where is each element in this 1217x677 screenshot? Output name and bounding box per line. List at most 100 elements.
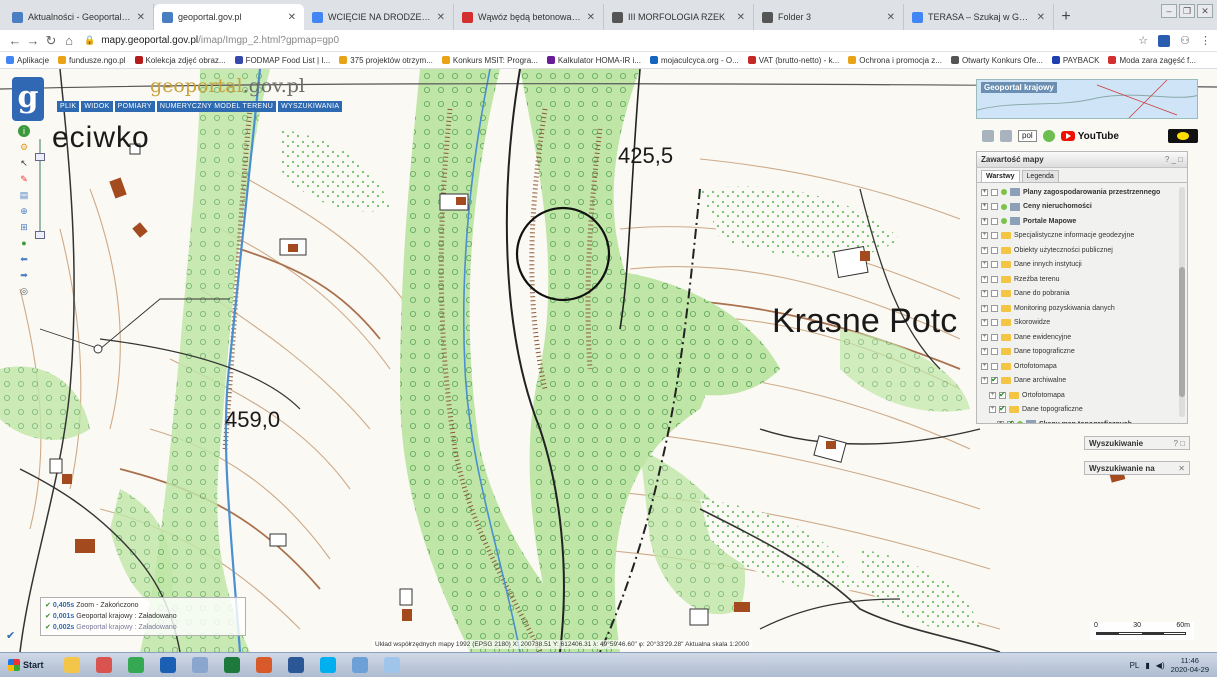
- layer-row[interactable]: +Monitoring pozyskiwania danych: [981, 301, 1187, 316]
- layer-row[interactable]: +Dane do pobrania: [981, 287, 1187, 302]
- browser-tab[interactable]: Wąwóz będą betonować. W Polsce ...✕: [454, 4, 604, 30]
- layer-checkbox[interactable]: [999, 404, 1006, 414]
- layer-row[interactable]: +Dane topograficzne: [981, 345, 1187, 360]
- layer-row[interactable]: +Obiekty użyteczności publicznej: [981, 243, 1187, 258]
- layer-checkbox[interactable]: [999, 390, 1006, 399]
- layers-icon[interactable]: [982, 130, 994, 142]
- browser-tab[interactable]: TERASA – Szukaj w Google✕: [904, 4, 1054, 30]
- expand-icon[interactable]: +: [981, 319, 988, 327]
- check-icon[interactable]: ✔: [6, 630, 16, 642]
- expand-icon[interactable]: +: [981, 333, 988, 341]
- browser-tab[interactable]: WCIĘCIE NA DRODZE - Szukaj w Go...✕: [304, 4, 454, 30]
- layer-checkbox[interactable]: [991, 261, 998, 269]
- layer-checkbox[interactable]: [991, 290, 998, 298]
- bookmark-item[interactable]: Kolekcja zdjęć obraz...: [134, 56, 226, 65]
- layer-checkbox[interactable]: [1007, 419, 1014, 423]
- language-indicator[interactable]: PL: [1129, 660, 1140, 670]
- star-icon[interactable]: ☆: [1138, 35, 1149, 47]
- bookmark-item[interactable]: Konkurs MSIT: Progra...: [441, 56, 538, 65]
- menu-item[interactable]: POMIARY: [114, 101, 155, 112]
- taskbar-app-button[interactable]: [282, 654, 310, 676]
- layer-row[interactable]: +Rzeźba terenu: [981, 272, 1187, 287]
- taskbar-app-button[interactable]: [58, 654, 86, 676]
- close-icon[interactable]: ✕: [136, 11, 145, 23]
- layer-row[interactable]: +Ortofotomapa: [981, 359, 1187, 374]
- bookmark-item[interactable]: Aplikacje: [6, 56, 49, 65]
- bookmark-item[interactable]: Ochrona i promocja z...: [848, 56, 942, 65]
- youtube-link[interactable]: YouTube: [1060, 131, 1119, 142]
- language-select[interactable]: pol: [1018, 130, 1037, 142]
- layers-tab[interactable]: Warstwy: [981, 170, 1020, 182]
- menu-item[interactable]: WIDOK: [81, 101, 113, 112]
- bookmark-item[interactable]: Moda zara zagęść f...: [1108, 56, 1196, 65]
- print-icon[interactable]: ▤: [19, 190, 29, 200]
- bookmark-item[interactable]: 375 projektów otrzym...: [339, 56, 433, 65]
- taskbar-app-button[interactable]: [186, 654, 214, 676]
- layer-row[interactable]: +Dane ewidencyjne: [981, 330, 1187, 345]
- taskbar-app-button[interactable]: [250, 654, 278, 676]
- expand-icon[interactable]: +: [989, 391, 996, 399]
- close-icon[interactable]: ✕: [1036, 11, 1045, 23]
- bookmark-item[interactable]: VAT (brutto-netto) - k...: [747, 56, 839, 65]
- pencil-icon[interactable]: ✎: [20, 174, 28, 184]
- network-icon[interactable]: ▮: [1145, 660, 1150, 670]
- url-field[interactable]: 🔒 mapy.geoportal.gov.pl/imap/Imgp_2.html…: [84, 32, 1138, 50]
- expand-icon[interactable]: +: [981, 261, 988, 269]
- forward-icon[interactable]: →: [26, 33, 40, 48]
- expand-icon[interactable]: +: [981, 232, 988, 240]
- zoom-in-icon[interactable]: ⊕: [20, 206, 28, 216]
- globe-icon[interactable]: ●: [21, 238, 27, 248]
- topographic-map[interactable]: [0, 69, 1217, 652]
- reload-icon[interactable]: ↻: [45, 32, 57, 48]
- expand-icon[interactable]: +: [981, 217, 988, 225]
- taskbar-app-button[interactable]: [122, 654, 150, 676]
- zoom-slider-handle[interactable]: [35, 153, 45, 161]
- expand-icon[interactable]: +: [981, 246, 988, 254]
- taskbar-app-button[interactable]: [378, 654, 406, 676]
- layer-row[interactable]: +Dane archiwalne: [981, 374, 1187, 389]
- layer-checkbox[interactable]: [991, 333, 998, 341]
- layer-checkbox[interactable]: [991, 319, 998, 327]
- print-icon[interactable]: [1000, 130, 1012, 142]
- clock[interactable]: 11:46 2020-04-29: [1171, 656, 1209, 674]
- close-icon[interactable]: ✕: [736, 11, 745, 23]
- profile-icon[interactable]: ⚇: [1180, 35, 1190, 47]
- bookmark-item[interactable]: mojaculcyca.org - O...: [649, 56, 739, 65]
- start-button[interactable]: Start: [2, 655, 50, 675]
- volume-icon[interactable]: ◀): [1155, 660, 1165, 670]
- layer-checkbox[interactable]: [991, 362, 998, 370]
- bookmark-item[interactable]: Otwarty Konkurs Ofe...: [950, 56, 1043, 65]
- maximize-icon[interactable]: ❐: [1179, 4, 1195, 18]
- layer-checkbox[interactable]: [991, 203, 998, 211]
- back-icon[interactable]: ←: [8, 33, 22, 48]
- layers-scrollbar[interactable]: [1179, 187, 1185, 417]
- close-icon[interactable]: ✕: [436, 11, 445, 23]
- new-tab-button[interactable]: +: [1061, 8, 1071, 25]
- home-icon[interactable]: ⌂: [65, 33, 73, 48]
- expand-icon[interactable]: +: [981, 304, 988, 312]
- layer-checkbox[interactable]: [991, 246, 998, 254]
- arrow-left-icon[interactable]: ⬅: [20, 254, 28, 264]
- pointer-icon[interactable]: ↖: [20, 158, 28, 168]
- help-icon[interactable]: [1042, 130, 1055, 142]
- zoom-slider-handle[interactable]: [35, 231, 45, 239]
- browser-tab[interactable]: Aktualności - Geoportal krajowy✕: [4, 4, 154, 30]
- taskbar-app-button[interactable]: [218, 654, 246, 676]
- taskbar-app-button[interactable]: [154, 654, 182, 676]
- close-icon[interactable]: ✕: [886, 11, 895, 23]
- expand-icon[interactable]: +: [981, 275, 988, 283]
- layer-row[interactable]: +Skorowidze: [981, 316, 1187, 331]
- map-viewport[interactable]: eciwko 425,5 Krasne Potc 459,0 g geoport…: [0, 69, 1217, 652]
- taskbar-app-button[interactable]: [346, 654, 374, 676]
- layers-tab[interactable]: Legenda: [1021, 170, 1059, 182]
- layer-row[interactable]: +Ortofotomapa: [981, 388, 1187, 403]
- expand-icon[interactable]: +: [981, 188, 988, 196]
- layer-checkbox[interactable]: [991, 375, 998, 385]
- browser-tab[interactable]: Folder 3✕: [754, 4, 904, 30]
- layer-row[interactable]: +Ceny nieruchomości: [981, 200, 1187, 215]
- layer-checkbox[interactable]: [991, 188, 998, 196]
- bookmark-item[interactable]: fundusze.ngo.pl: [58, 56, 126, 65]
- close-icon[interactable]: ✕: [1197, 4, 1213, 18]
- expand-icon[interactable]: +: [981, 290, 988, 298]
- geoportal-logo[interactable]: g: [12, 77, 44, 121]
